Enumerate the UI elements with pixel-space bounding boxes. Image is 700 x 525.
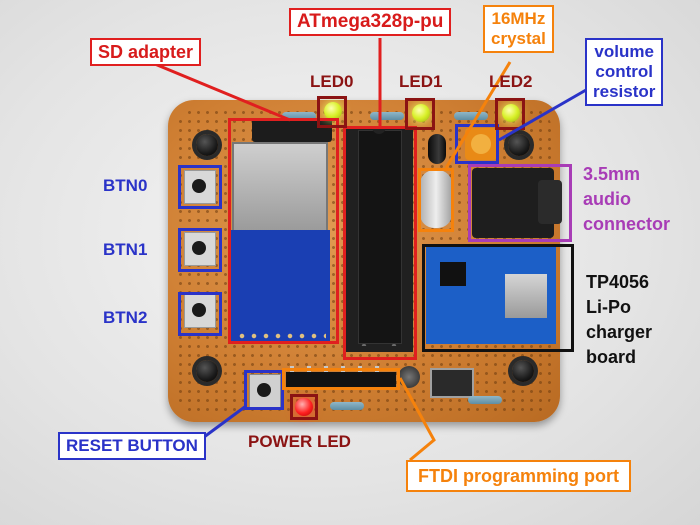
button-cap (192, 303, 206, 317)
audio-frame (468, 164, 572, 242)
power-led-frame (290, 394, 318, 420)
led2-frame (495, 98, 525, 130)
btn2-label: BTN2 (103, 308, 148, 327)
led2-label: LED2 (489, 72, 533, 91)
mounting-post (196, 134, 218, 156)
led2-part (502, 104, 520, 122)
sd-adapter-label: SD adapter (90, 38, 202, 66)
audio-jack-barrel (538, 180, 562, 224)
volume-frame (455, 124, 499, 164)
reset-leader (199, 404, 247, 442)
led0-label: LED0 (310, 72, 354, 91)
sd-adapter-module (228, 230, 330, 342)
ftdi-frame (282, 368, 400, 390)
audio-label: 3.5mm audio connector (583, 164, 671, 234)
button-cap (192, 241, 206, 255)
capacitor (428, 134, 446, 164)
tp4056-label: TP4056 Li-Po charger board (586, 272, 653, 367)
btn1-frame (178, 228, 222, 272)
led1-frame (405, 98, 435, 130)
ftdi-leader (398, 377, 436, 462)
atmega-chip (358, 130, 402, 344)
pin-header (286, 372, 396, 388)
slide-switch (430, 368, 474, 398)
led0-frame (317, 96, 347, 128)
button-cap (257, 383, 271, 397)
mini-usb-connector (505, 274, 547, 318)
power-led-part (295, 398, 313, 416)
mounting-post (512, 360, 534, 382)
resistor (370, 112, 404, 120)
led1-label: LED1 (399, 72, 443, 91)
volume-leader (498, 88, 587, 142)
reset-label: RESET BUTTON (58, 432, 206, 460)
resistor (454, 112, 488, 120)
led1-part (412, 104, 430, 122)
ftdi-label: FTDI programming port (406, 460, 631, 492)
led0-part (324, 102, 342, 120)
crystal-part (420, 170, 452, 228)
btn0-label: BTN0 (103, 176, 148, 195)
resistor (330, 402, 364, 410)
btn2-frame (178, 292, 222, 336)
crystal-frame (418, 168, 454, 232)
sd-adapter-frame (228, 118, 339, 344)
atmega-label: ATmega328p-pu (289, 8, 452, 36)
sd-socket (232, 142, 328, 234)
atmega-notch (372, 126, 386, 134)
reset-frame (244, 370, 284, 410)
power-led-label: POWER LED (248, 432, 351, 451)
crystal-label: 16MHz crystal (483, 5, 554, 53)
volume-label: volume control resistor (585, 38, 664, 106)
tp4056-chip (440, 262, 466, 286)
trimmer-knob (471, 134, 491, 154)
tp4056-frame (422, 244, 574, 352)
button-cap (192, 179, 206, 193)
crystal-leader (444, 61, 512, 169)
atmega-frame (343, 126, 417, 360)
mounting-post (196, 360, 218, 382)
btn0-frame (178, 165, 222, 209)
resistor (468, 396, 502, 404)
btn1-label: BTN1 (103, 240, 148, 259)
sd-adapter-pins (236, 330, 326, 342)
mounting-post (508, 134, 530, 156)
resistor (282, 112, 316, 120)
sd-leader (149, 60, 291, 122)
